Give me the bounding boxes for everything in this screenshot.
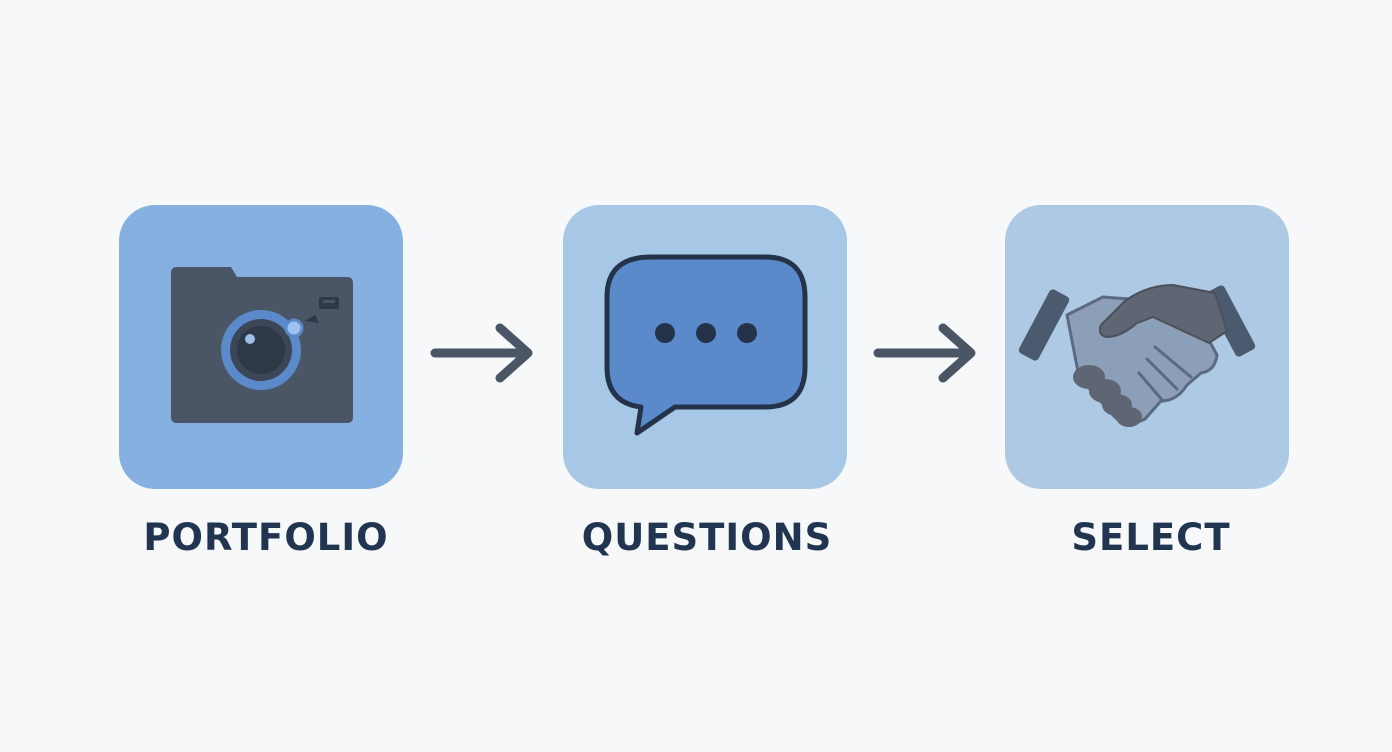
camera-folder-icon <box>171 267 353 423</box>
chat-bubble-icon <box>604 254 808 436</box>
step-select-label: SELECT <box>1071 516 1231 559</box>
step-portfolio-label: PORTFOLIO <box>143 516 389 559</box>
step-portfolio-tile <box>119 205 403 489</box>
handshake-icon <box>1018 284 1256 427</box>
arrow-right-icon <box>430 323 533 383</box>
step-questions-label: QUESTIONS <box>581 516 833 559</box>
step-select-tile <box>1005 205 1289 489</box>
arrow-right-icon <box>873 323 976 383</box>
step-questions-tile <box>563 205 847 489</box>
